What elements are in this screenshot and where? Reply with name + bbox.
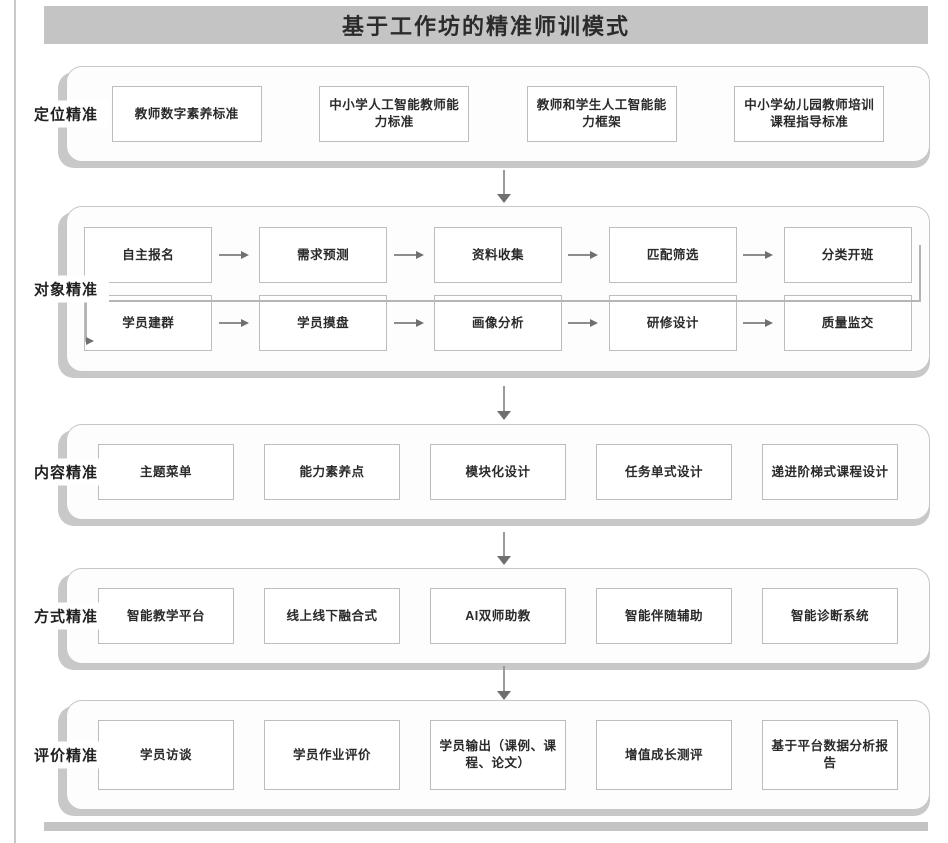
node-box[interactable]: 需求预测 <box>259 227 388 283</box>
arrow-head-icon <box>497 556 511 565</box>
row-body: 方式精准 智能教学平台 线上线下融合式 AI双师助教 智能伴随辅助 智能诊断系统 <box>23 568 930 664</box>
node-box[interactable]: 教师数字素养标准 <box>111 86 262 142</box>
node-box[interactable]: 主题菜单 <box>98 444 234 500</box>
node-box[interactable]: 递进阶梯式课程设计 <box>762 444 898 500</box>
arrow-right-icon <box>568 318 602 328</box>
row-body: 内容精准 主题菜单 能力素养点 模块化设计 任务单式设计 递进阶梯式课程设计 <box>23 424 930 520</box>
node-box[interactable]: 教师和学生人工智能能力框架 <box>526 86 677 142</box>
diagram-title-bar: 基于工作坊的精准师训模式 <box>44 6 928 44</box>
flow-arrow-down <box>497 532 511 566</box>
arrow-right-icon <box>218 250 253 260</box>
box-line: 主题菜单 能力素养点 模块化设计 任务单式设计 递进阶梯式课程设计 <box>67 444 929 500</box>
node-box[interactable]: 中小学幼儿园教师培训课程指导标准 <box>734 86 885 142</box>
arrow-head-icon <box>497 194 511 203</box>
flow-arrow-down <box>497 386 511 422</box>
arrow-right-icon <box>393 318 428 328</box>
node-box[interactable]: 学员输出（课例、课程、论文） <box>430 720 566 790</box>
node-box[interactable]: 资料收集 <box>433 227 562 283</box>
arrow-right-icon <box>743 318 777 328</box>
node-box[interactable]: 匹配筛选 <box>608 227 737 283</box>
box-line: 学员建群 学员摸盘 画像分析 研修设计 质量监交 <box>67 295 929 351</box>
node-box[interactable]: 学员建群 <box>84 295 213 351</box>
row-body: 定位精准 教师数字素养标准 中小学人工智能教师能力标准 教师和学生人工智能能力框… <box>23 66 930 162</box>
arrow-right-icon <box>393 250 428 260</box>
stage-row-audience: 对象精准 自主报名 需求预测 资料收集 匹配筛选 分类开班 学员建群 学员摸盘 … <box>23 206 930 378</box>
node-box[interactable]: 分类开班 <box>783 227 912 283</box>
node-box[interactable]: 智能诊断系统 <box>762 588 898 644</box>
node-box[interactable]: 学员访谈 <box>98 720 234 790</box>
arrow-shaft <box>503 666 505 693</box>
node-box[interactable]: 能力素养点 <box>264 444 400 500</box>
box-line: 教师数字素养标准 中小学人工智能教师能力标准 教师和学生人工智能能力框架 中小学… <box>67 86 929 142</box>
node-box[interactable]: 学员作业评价 <box>264 720 400 790</box>
arrow-shaft <box>503 386 505 413</box>
stage-label-content: 内容精准 <box>23 458 109 486</box>
node-box[interactable]: 中小学人工智能教师能力标准 <box>319 86 470 142</box>
node-box[interactable]: 任务单式设计 <box>596 444 732 500</box>
node-box[interactable]: 智能伴随辅助 <box>596 588 732 644</box>
stage-row-method: 方式精准 智能教学平台 线上线下融合式 AI双师助教 智能伴随辅助 智能诊断系统 <box>23 568 930 670</box>
arrow-head-icon <box>497 411 511 420</box>
node-box[interactable]: 基于平台数据分析报告 <box>762 720 898 790</box>
footer-bar <box>44 822 928 831</box>
stage-label-audience: 对象精准 <box>23 275 109 303</box>
node-box[interactable]: 智能教学平台 <box>98 588 234 644</box>
box-line: 自主报名 需求预测 资料收集 匹配筛选 分类开班 <box>67 227 929 283</box>
stage-row-content: 内容精准 主题菜单 能力素养点 模块化设计 任务单式设计 递进阶梯式课程设计 <box>23 424 930 526</box>
arrow-right-icon <box>568 250 602 260</box>
box-line: 学员访谈 学员作业评价 学员输出（课例、课程、论文） 增值成长测评 基于平台数据… <box>67 720 929 790</box>
stage-row-evaluation: 评价精准 学员访谈 学员作业评价 学员输出（课例、课程、论文） 增值成长测评 基… <box>23 700 930 816</box>
arrow-right-icon <box>743 250 777 260</box>
row-body: 对象精准 自主报名 需求预测 资料收集 匹配筛选 分类开班 学员建群 学员摸盘 … <box>23 206 930 372</box>
arrow-head-icon <box>497 691 511 700</box>
page-title: 基于工作坊的精准师训模式 <box>341 14 630 39</box>
box-line: 智能教学平台 线上线下融合式 AI双师助教 智能伴随辅助 智能诊断系统 <box>67 588 929 644</box>
stage-label-positioning: 定位精准 <box>23 100 109 128</box>
node-box[interactable]: 质量监交 <box>783 295 912 351</box>
flow-arrow-down <box>497 170 511 204</box>
node-box[interactable]: AI双师助教 <box>430 588 566 644</box>
node-box[interactable]: 线上线下融合式 <box>264 588 400 644</box>
node-box[interactable]: 画像分析 <box>433 295 562 351</box>
node-box[interactable]: 学员摸盘 <box>259 295 388 351</box>
stage-label-evaluation: 评价精准 <box>23 741 109 769</box>
flow-arrow-down <box>497 666 511 702</box>
arrow-shaft <box>503 170 505 196</box>
page-left-rule <box>14 0 16 843</box>
arrow-shaft <box>503 532 505 558</box>
stage-label-method: 方式精准 <box>23 602 109 630</box>
node-box[interactable]: 模块化设计 <box>430 444 566 500</box>
stage-row-positioning: 定位精准 教师数字素养标准 中小学人工智能教师能力标准 教师和学生人工智能能力框… <box>23 66 930 168</box>
row-body: 评价精准 学员访谈 学员作业评价 学员输出（课例、课程、论文） 增值成长测评 基… <box>23 700 930 810</box>
node-box[interactable]: 增值成长测评 <box>596 720 732 790</box>
node-box[interactable]: 研修设计 <box>608 295 737 351</box>
arrow-right-icon <box>218 318 253 328</box>
node-box[interactable]: 自主报名 <box>84 227 213 283</box>
